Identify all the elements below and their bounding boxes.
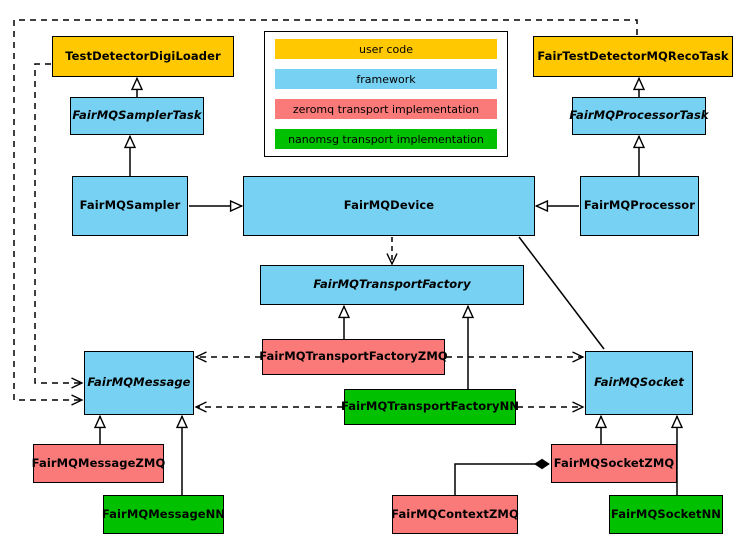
class-node-testdetectordigiloader[interactable]: TestDetectorDigiLoader bbox=[52, 36, 234, 77]
legend-label: nanomsg transport implementation bbox=[288, 132, 484, 146]
class-node-label: FairMQSocketZMQ bbox=[553, 455, 675, 470]
edge-device-to-socket bbox=[518, 236, 605, 350]
legend: user code framework zeromq transport imp… bbox=[264, 31, 508, 157]
class-node-label: FairMQSocket bbox=[594, 375, 684, 390]
class-node-fairmqtransportfactorynn[interactable]: FairMQTransportFactoryNN bbox=[340, 389, 520, 425]
class-node-fairmqsocket[interactable]: FairMQSocket bbox=[585, 351, 693, 415]
class-node-label: FairMQTransportFactoryNN bbox=[340, 399, 520, 414]
class-node-fairmqdevice[interactable]: FairMQDevice bbox=[243, 176, 535, 236]
class-node-fairmqmessage[interactable]: FairMQMessage bbox=[84, 351, 194, 415]
class-node-fairmqprocessor[interactable]: FairMQProcessor bbox=[580, 176, 699, 236]
class-node-label: FairMQMessage bbox=[87, 375, 191, 390]
class-node-label: FairMQMessageZMQ bbox=[31, 455, 166, 470]
class-node-label: FairMQProcessorTask bbox=[569, 108, 709, 123]
class-node-label: FairMQSampler bbox=[79, 198, 181, 213]
class-node-fairmqmessagezmq[interactable]: FairMQMessageZMQ bbox=[31, 444, 166, 483]
legend-label: framework bbox=[356, 72, 416, 86]
class-node-label: TestDetectorDigiLoader bbox=[65, 48, 221, 63]
edge-socketzmq-composition-contextzmq bbox=[454, 458, 550, 495]
legend-item-user-code: user code bbox=[275, 39, 497, 59]
class-node-fairmqcontextzmq[interactable]: FairMQContextZMQ bbox=[391, 495, 519, 534]
class-node-fairmqtransportfactoryzmq[interactable]: FairMQTransportFactoryZMQ bbox=[259, 339, 448, 375]
edge-recotask-to-message bbox=[13, 19, 638, 400]
class-node-label: FairMQTransportFactoryZMQ bbox=[259, 349, 448, 364]
class-node-fairmqsamplertask[interactable]: FairMQSamplerTask bbox=[70, 97, 204, 135]
class-node-fairmqsocketzmq[interactable]: FairMQSocketZMQ bbox=[551, 444, 677, 483]
class-node-fairmqprocessortask[interactable]: FairMQProcessorTask bbox=[569, 97, 709, 135]
class-node-fairtestdetectormqrecotask[interactable]: FairTestDetectorMQRecoTask bbox=[533, 36, 733, 77]
legend-item-nanomsg: nanomsg transport implementation bbox=[275, 129, 497, 149]
class-node-label: FairMQTransportFactory bbox=[313, 277, 471, 292]
legend-item-framework: framework bbox=[275, 69, 497, 89]
legend-label: user code bbox=[358, 42, 414, 56]
class-node-label: FairMQContextZMQ bbox=[391, 506, 519, 521]
legend-item-zeromq: zeromq transport implementation bbox=[275, 99, 497, 119]
class-node-fairmqtransportfactory[interactable]: FairMQTransportFactory bbox=[260, 265, 524, 305]
class-node-label: FairMQMessageNN bbox=[101, 506, 226, 521]
class-node-label: FairMQSamplerTask bbox=[72, 108, 202, 123]
class-node-label: FairMQDevice bbox=[343, 198, 435, 213]
class-node-fairmqmessagenn[interactable]: FairMQMessageNN bbox=[101, 495, 226, 534]
class-node-fairmqsocketnn[interactable]: FairMQSocketNN bbox=[609, 495, 723, 534]
class-node-label: FairMQProcessor bbox=[583, 198, 696, 213]
class-node-fairmqsampler[interactable]: FairMQSampler bbox=[72, 176, 188, 236]
legend-label: zeromq transport implementation bbox=[292, 102, 480, 116]
class-node-label: FairMQSocketNN bbox=[610, 506, 722, 521]
class-node-label: FairTestDetectorMQRecoTask bbox=[537, 48, 729, 63]
